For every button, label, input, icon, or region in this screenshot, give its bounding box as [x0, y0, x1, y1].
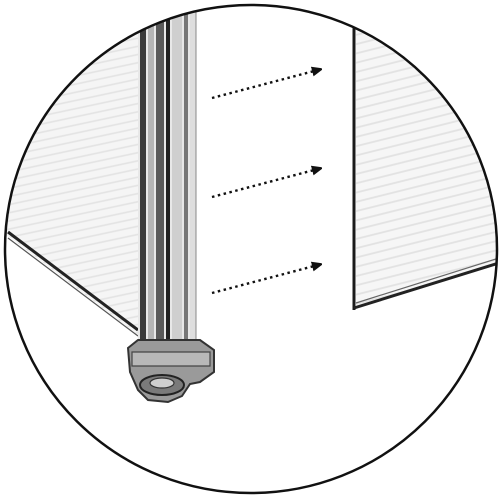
arrow-middle: [211, 169, 318, 199]
left-panel: [5, 20, 139, 337]
post-foot: [126, 339, 215, 404]
insertion-arrows: [211, 70, 318, 295]
detail-circle-outline: [3, 3, 499, 495]
right-panel: [352, 28, 497, 310]
arrow-bottom: [211, 265, 318, 295]
arrow-top: [211, 70, 318, 100]
vertical-post: [138, 5, 197, 355]
